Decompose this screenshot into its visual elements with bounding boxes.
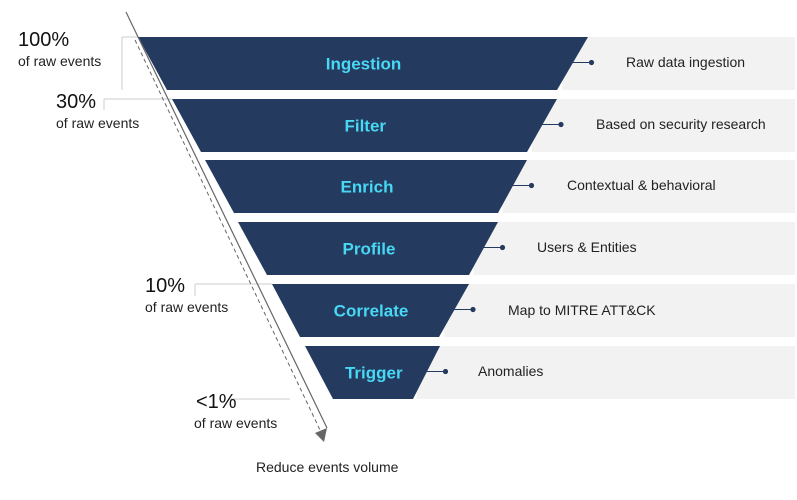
stage-description-ingestion: Raw data ingestion: [626, 54, 746, 70]
description-panel-filter: [532, 99, 795, 152]
stage-label-enrich: Enrich: [341, 178, 394, 197]
volume-value-under-1: <1%: [196, 391, 237, 413]
connector-dot-profile: [499, 244, 506, 251]
volume-value-30: 30%: [56, 91, 97, 113]
funnel-band-correlate: [272, 284, 469, 337]
funnel-band-filter: [172, 99, 557, 152]
volume-caption-10: of raw events: [145, 299, 229, 315]
reduce-volume-label: Reduce events volume: [256, 459, 399, 475]
description-panel-correlate: [444, 284, 795, 337]
stage-label-profile: Profile: [343, 240, 396, 259]
volume-leader-lines: [103, 36, 290, 400]
volume-caption-under-1: of raw events: [194, 415, 278, 431]
stage-description-trigger: Anomalies: [478, 363, 544, 379]
stage-description-enrich: Contextual & behavioral: [567, 177, 716, 193]
reduce-volume-arrow: [125, 11, 328, 442]
stage-description-filter: Based on security research: [596, 116, 766, 132]
connector-dot-correlate: [470, 306, 476, 313]
funnel-band-enrich: [205, 160, 527, 213]
connector-dot-filter: [558, 121, 564, 128]
stage-label-correlate: Correlate: [334, 302, 409, 321]
volume-caption-100: of raw events: [18, 53, 102, 69]
connector-dot-ingestion: [588, 59, 595, 66]
stage-label-ingestion: Ingestion: [326, 55, 402, 74]
funnel-bands: IngestionFilterEnrichProfileCorrelateTri…: [138, 37, 595, 399]
stage-description-correlate: Map to MITRE ATT&CK: [508, 302, 656, 318]
description-panel-ingestion: [562, 37, 795, 90]
volume-value-100: 100%: [18, 29, 70, 51]
stage-label-filter: Filter: [344, 117, 386, 136]
funnel-left-edge: [125, 11, 328, 429]
description-panel-profile: [473, 222, 795, 275]
stage-description-profile: Users & Entities: [537, 239, 637, 255]
reduce-arrow-shaft: [134, 39, 321, 431]
funnel-band-profile: [238, 222, 498, 275]
connector-dot-enrich: [528, 182, 535, 189]
connector-dot-trigger: [442, 368, 449, 375]
volume-value-10: 10%: [145, 275, 186, 297]
reduce-arrow-head: [315, 428, 327, 442]
funnel-band-ingestion: [138, 37, 588, 90]
funnel-band-trigger: [305, 346, 440, 399]
description-panel-enrich: [502, 160, 795, 213]
volume-caption-30: of raw events: [56, 115, 140, 131]
description-panels: [416, 37, 795, 399]
description-panel-trigger: [416, 346, 795, 399]
stage-label-trigger: Trigger: [345, 364, 403, 383]
